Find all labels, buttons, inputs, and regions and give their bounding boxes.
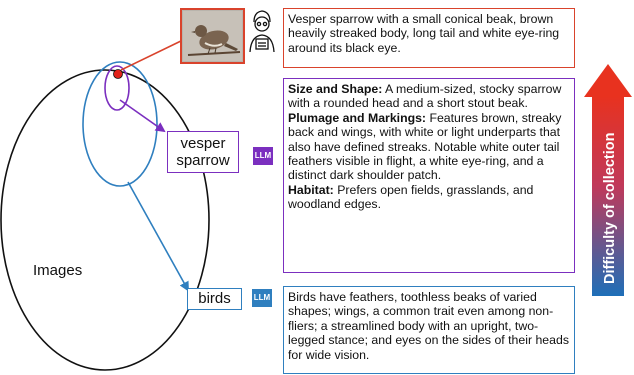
birds-set-ellipse — [83, 62, 157, 186]
birds-description-box: Birds have feathers, toothless beaks of … — [283, 286, 575, 374]
vesper-label-line1: vesper — [168, 135, 238, 152]
images-label: Images — [33, 262, 82, 279]
photo-connector — [121, 40, 183, 70]
expert-description-text: Vesper sparrow with a small conical beak… — [288, 12, 559, 55]
expert-description-box: Vesper sparrow with a small conical beak… — [283, 8, 575, 68]
sparrow-photo — [181, 9, 244, 63]
llm-badge-birds: LLM — [252, 289, 272, 307]
birds-label: birds — [187, 288, 242, 310]
habitat-heading: Habitat: — [288, 183, 334, 197]
birds-label-text: birds — [198, 290, 231, 307]
size-heading: Size and Shape: — [288, 82, 382, 96]
species-description-box: Size and Shape: A medium-sized, stocky s… — [283, 78, 575, 273]
images-set-ellipse — [1, 70, 209, 370]
difficulty-label: Difficulty of collection — [602, 133, 618, 284]
llm-badge-species: LLM — [253, 147, 273, 165]
vesper-label-line2: sparrow — [168, 152, 238, 169]
plumage-heading: Plumage and Markings: — [288, 111, 426, 125]
vesper-sparrow-label: vesper sparrow — [167, 131, 239, 173]
expert-point — [114, 70, 123, 79]
expert-annotator-icon — [250, 11, 274, 52]
birds-description-text: Birds have feathers, toothless beaks of … — [288, 290, 569, 362]
birds-arrow — [128, 182, 188, 290]
